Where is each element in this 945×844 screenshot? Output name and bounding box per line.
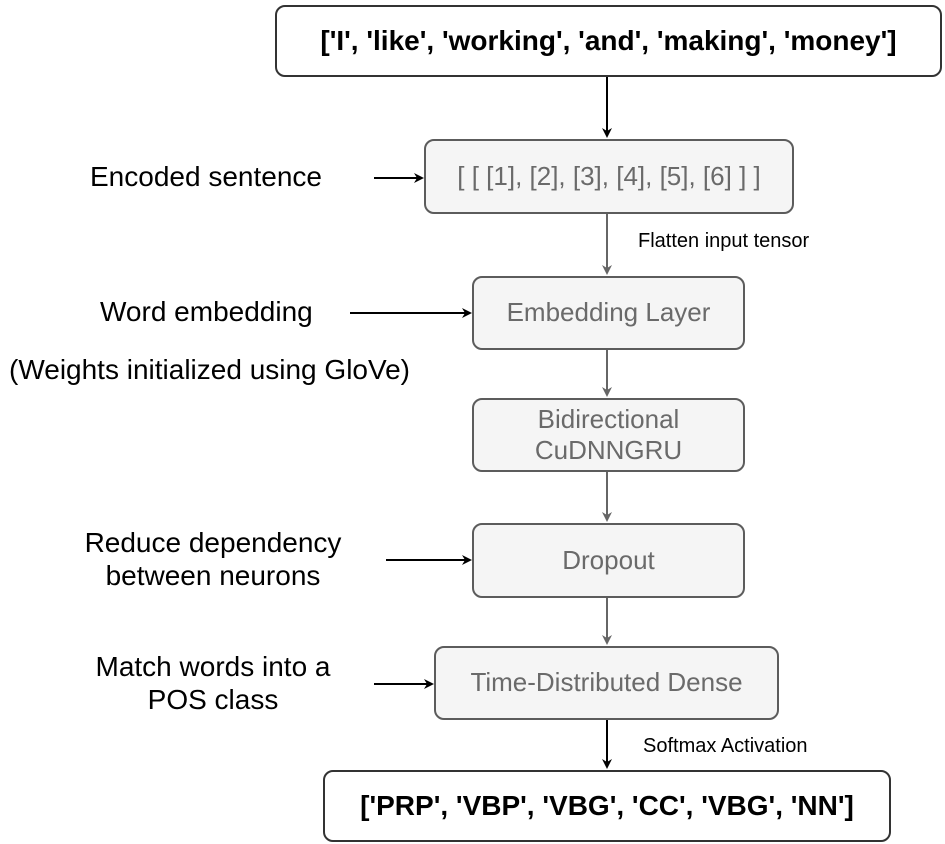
time-distributed-dense-box: Time-Distributed Dense (434, 646, 779, 720)
gru-line-1: Bidirectional (537, 403, 680, 434)
dropout-box: Dropout (472, 523, 745, 598)
dropout-annotation: Reduce dependency between neurons (60, 527, 366, 593)
output-tags-box: ['PRP', 'VBP', 'VBG', 'CC', 'VBG', 'NN'] (323, 770, 891, 842)
word-embedding-label: Word embedding (100, 296, 313, 327)
dense-annotation-line-2: POS class (147, 683, 279, 715)
encoded-sentence-box: [ [ [1], [2], [3], [4], [5], [6] ] ] (424, 139, 794, 214)
dense-text: Time-Distributed Dense (470, 667, 743, 698)
encoded-sentence-label: Encoded sentence (90, 161, 322, 192)
gru-line-2: CuDNNGRU (534, 435, 683, 465)
output-tags-text: ['PRP', 'VBP', 'VBG', 'CC', 'VBG', 'NN'] (360, 790, 854, 822)
flatten-edge-label: Flatten input tensor (638, 230, 810, 252)
encoded-sentence-text: [ [ [1], [2], [3], [4], [5], [6] ] ] (457, 160, 761, 191)
glove-note-label: (Weights initialized using GloVe) (9, 354, 411, 385)
dense-annotation: Match words into a POS class (70, 651, 356, 717)
input-sentence-box: ['I', 'like', 'working', 'and', 'making'… (275, 5, 942, 77)
dropout-text: Dropout (562, 544, 655, 575)
bidirectional-gru-box: Bidirectional CuDNNGRU (472, 398, 745, 472)
dropout-annotation-line-2: between neurons (105, 559, 321, 591)
dropout-annotation-line-1: Reduce dependency (84, 527, 342, 558)
softmax-edge-label: Softmax Activation (643, 735, 808, 757)
input-sentence-text: ['I', 'like', 'working', 'and', 'making'… (320, 25, 897, 57)
embedding-layer-text: Embedding Layer (506, 297, 711, 328)
embedding-layer-box: Embedding Layer (472, 276, 745, 350)
dense-annotation-line-1: Match words into a (95, 651, 331, 682)
